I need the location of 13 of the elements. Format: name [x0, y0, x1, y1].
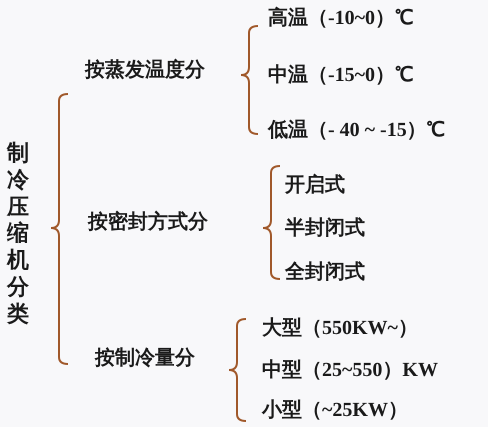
leaf-label: 中温（-15~0）℃ [268, 63, 414, 87]
leaf-label: 小型（~25KW） [262, 398, 408, 422]
leaf-label: 大型（550KW~） [262, 316, 418, 340]
leaf-label: 中型（25~550）KW [262, 358, 438, 382]
branch-label: 按蒸发温度分 [85, 58, 205, 82]
leaf-label: 高温（-10~0）℃ [268, 6, 414, 30]
leaf-label: 低温（- 40 ~ -15）℃ [268, 118, 445, 142]
leaf-label: 全封闭式 [285, 260, 365, 284]
branch-label: 按密封方式分 [88, 210, 208, 234]
branch-label: 按制冷量分 [95, 346, 195, 370]
leaf-label: 半封闭式 [285, 216, 365, 240]
leaf-label: 开启式 [285, 173, 345, 197]
category-title: 制冷压缩机分类 [4, 140, 32, 328]
